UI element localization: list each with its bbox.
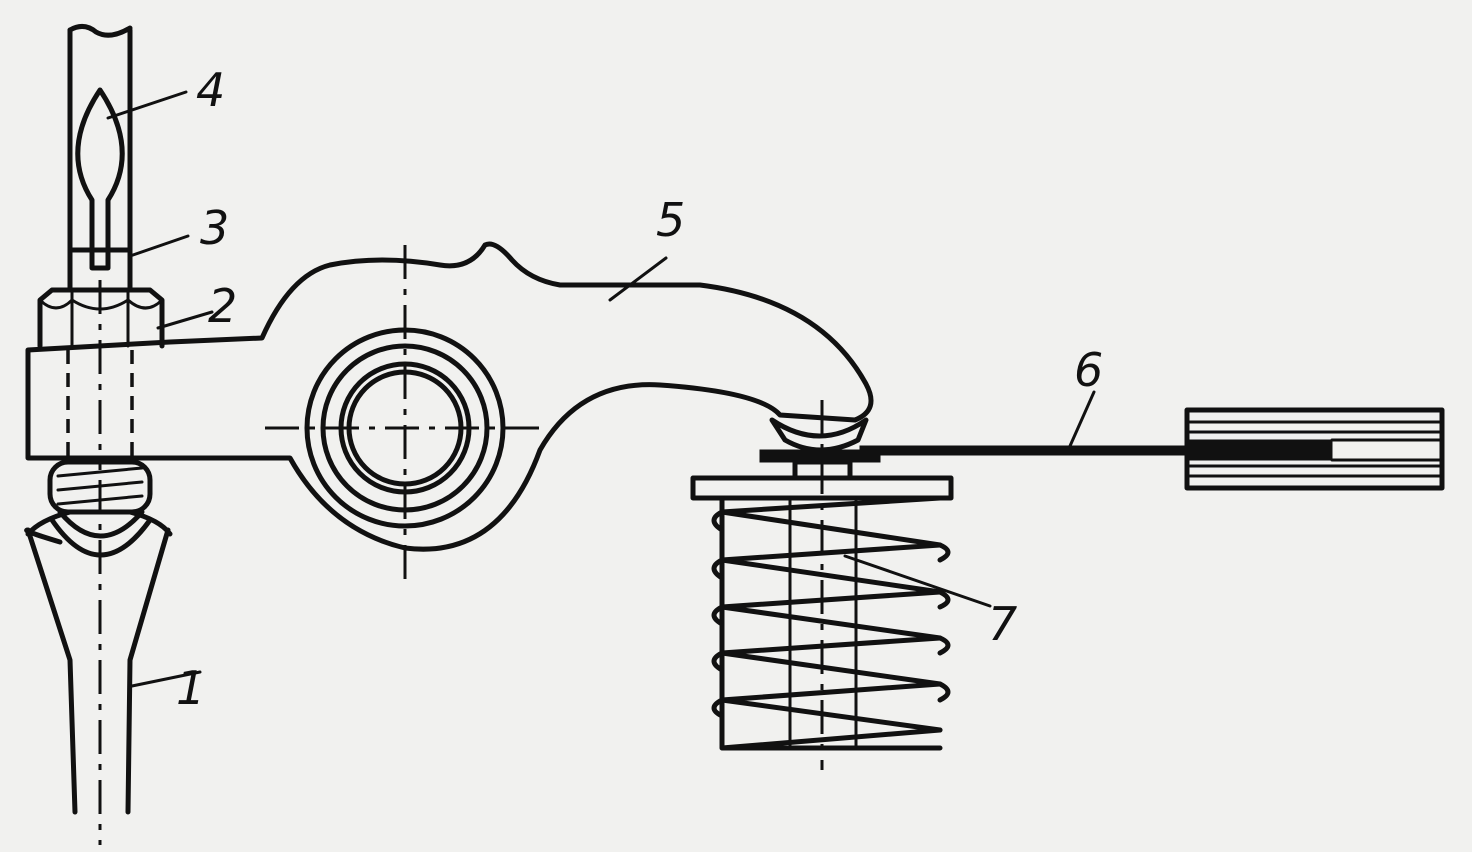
callout-2: 2 [208,279,237,333]
adjusting-screw-head [67,247,133,293]
callout-3: 3 [200,201,229,255]
pushrod [24,480,173,845]
feeler-gauge [859,407,1445,491]
callout-5: 5 [656,193,685,247]
callout-1: 1 [176,661,205,715]
valve-stem-tip [759,417,881,481]
callout-6: 6 [1074,343,1103,397]
screwdriver [67,24,133,271]
leader-lines [106,90,1096,688]
callout-4: 4 [196,63,225,117]
rocker-arm [25,241,874,585]
callout-7: 7 [988,597,1017,651]
